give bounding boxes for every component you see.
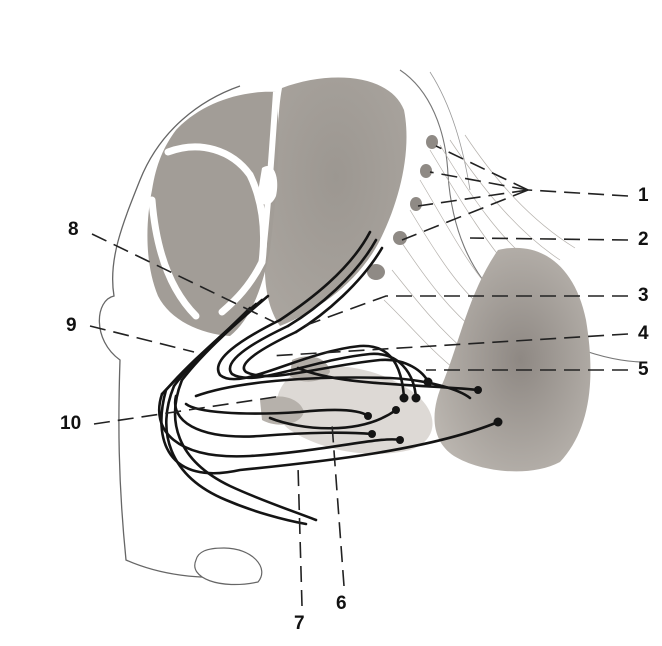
callout-6: 6 xyxy=(336,594,347,613)
callout-5: 5 xyxy=(638,360,649,379)
callout-1: 1 xyxy=(638,186,649,205)
callout-8: 8 xyxy=(68,220,79,239)
callout-2: 2 xyxy=(638,230,649,249)
callout-9: 9 xyxy=(66,316,77,335)
callout-7: 7 xyxy=(294,614,305,633)
callout-10: 10 xyxy=(60,414,81,433)
callout-3: 3 xyxy=(638,286,649,305)
callout-4: 4 xyxy=(638,324,649,343)
